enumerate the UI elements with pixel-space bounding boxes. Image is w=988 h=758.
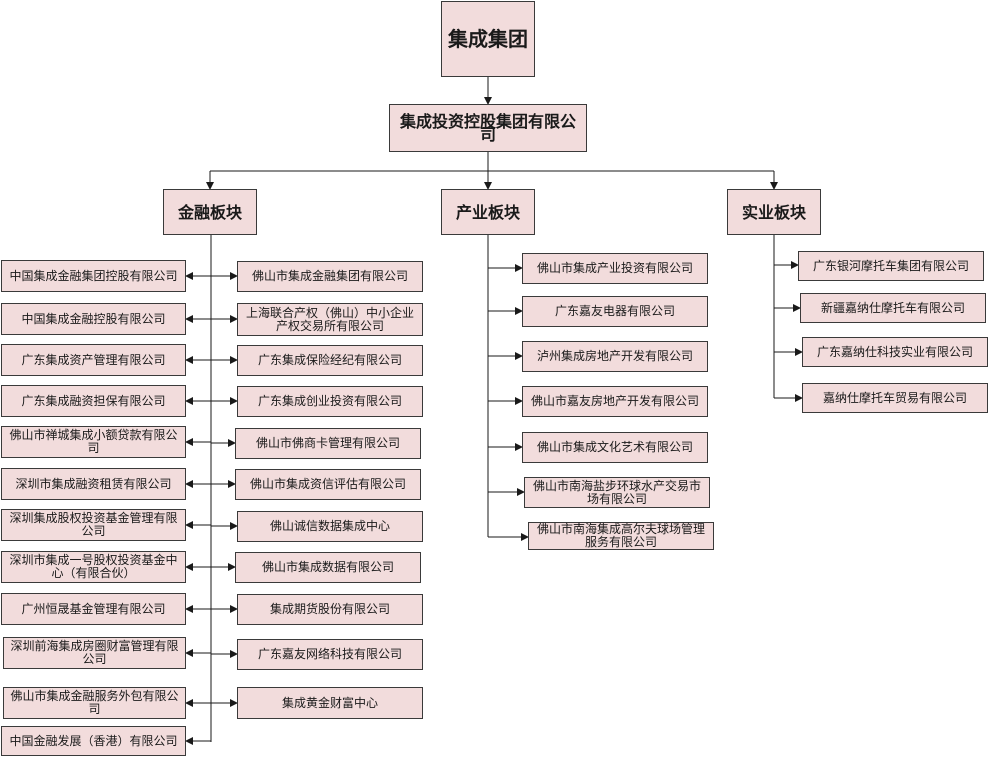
finance-left-item: 广东集成融资担保有限公司 — [1, 385, 186, 417]
holding-node: 集成投资控股集团有限公司 — [389, 104, 587, 152]
industry-item: 佛山市南海集成高尔夫球场管理服务有限公司 — [528, 522, 714, 550]
finance-right-item: 佛山市集成资信评估有限公司 — [235, 469, 421, 500]
enterprise-item: 广东嘉纳仕科技实业有限公司 — [802, 337, 988, 367]
finance-right-item: 佛山市集成金融集团有限公司 — [237, 261, 423, 292]
enterprise-item: 嘉纳仕摩托车贸易有限公司 — [802, 383, 988, 413]
finance-left-item: 佛山市集成金融服务外包有限公司 — [3, 687, 186, 719]
finance-right-item: 上海联合产权（佛山）中小企业产权交易所有限公司 — [237, 303, 423, 336]
finance-right-item: 广东集成创业投资有限公司 — [237, 386, 423, 417]
finance-left-item: 深圳市集成一号股权投资基金中心（有限合伙） — [1, 551, 186, 583]
industry-item: 泸州集成房地产开发有限公司 — [522, 341, 708, 372]
finance-right-item: 集成期货股份有限公司 — [237, 594, 423, 625]
enterprise-item: 广东银河摩托车集团有限公司 — [798, 251, 984, 281]
finance-right-item: 广东嘉友网络科技有限公司 — [237, 639, 423, 670]
industry-item: 广东嘉友电器有限公司 — [522, 296, 708, 327]
industry-item: 佛山市集成产业投资有限公司 — [522, 253, 708, 284]
finance-right-item: 佛山市佛商卡管理有限公司 — [235, 428, 421, 459]
finance-right-item: 佛山市集成数据有限公司 — [235, 552, 421, 583]
root-node: 集成集团 — [441, 1, 535, 77]
finance-right-item: 广东集成保险经纪有限公司 — [237, 345, 423, 376]
sector-finance: 金融板块 — [163, 189, 257, 235]
finance-left-item: 深圳前海集成房圈财富管理有限公司 — [3, 637, 186, 669]
finance-left-item: 广东集成资产管理有限公司 — [1, 344, 186, 376]
sector-industry: 产业板块 — [441, 189, 535, 235]
finance-right-item: 集成黄金财富中心 — [237, 687, 423, 719]
sector-enterprise: 实业板块 — [727, 189, 821, 235]
finance-left-item: 深圳集成股权投资基金管理有限公司 — [1, 509, 186, 541]
finance-left-item: 中国金融发展（香港）有限公司 — [1, 726, 186, 756]
finance-left-item: 中国集成金融控股有限公司 — [1, 303, 186, 335]
industry-item: 佛山市南海盐步环球水产交易市场有限公司 — [524, 477, 710, 508]
industry-item: 佛山市集成文化艺术有限公司 — [522, 432, 708, 463]
finance-left-item: 佛山市禅城集成小额贷款有限公司 — [1, 426, 186, 458]
finance-left-item: 广州恒晟基金管理有限公司 — [1, 593, 186, 625]
finance-left-item: 中国集成金融集团控股有限公司 — [1, 260, 186, 292]
finance-right-item: 佛山诚信数据集成中心 — [237, 511, 423, 542]
industry-item: 佛山市嘉友房地产开发有限公司 — [522, 386, 708, 417]
enterprise-item: 新疆嘉纳仕摩托车有限公司 — [800, 293, 986, 323]
finance-left-item: 深圳市集成融资租赁有限公司 — [1, 468, 186, 500]
